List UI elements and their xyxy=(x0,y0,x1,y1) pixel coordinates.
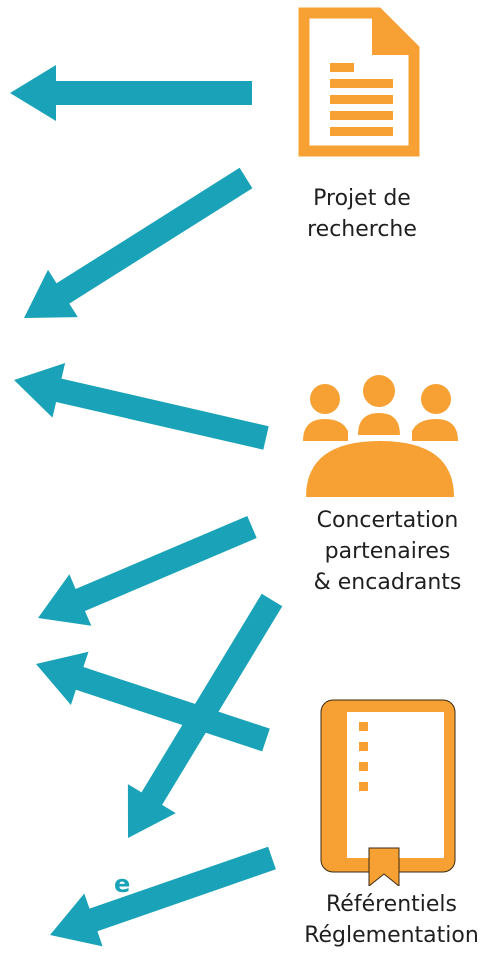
people-icon xyxy=(303,375,458,497)
arrow-6 xyxy=(127,593,283,838)
label-line: & encadrants xyxy=(313,570,462,595)
label-referentiels: Référentiels Réglementation xyxy=(294,889,489,951)
cut-off-text: e xyxy=(114,870,131,898)
book-icon xyxy=(320,699,456,886)
label-concertation: Concertation partenaires & encadrants xyxy=(290,505,485,598)
arrow-4 xyxy=(38,516,257,626)
label-line: Projet de xyxy=(313,186,411,211)
label-line: recherche xyxy=(307,217,417,242)
label-line: Réglementation xyxy=(304,923,479,948)
arrow-7 xyxy=(50,846,276,947)
label-projet: Projet de recherche xyxy=(272,183,452,245)
arrow-5 xyxy=(36,651,270,752)
document-icon xyxy=(298,7,420,157)
label-line: partenaires xyxy=(324,539,451,564)
label-line: Référentiels xyxy=(325,892,457,917)
label-line: Concertation xyxy=(316,508,459,533)
arrow-1 xyxy=(10,65,252,121)
arrow-3 xyxy=(14,363,269,450)
arrow-2 xyxy=(24,167,253,318)
